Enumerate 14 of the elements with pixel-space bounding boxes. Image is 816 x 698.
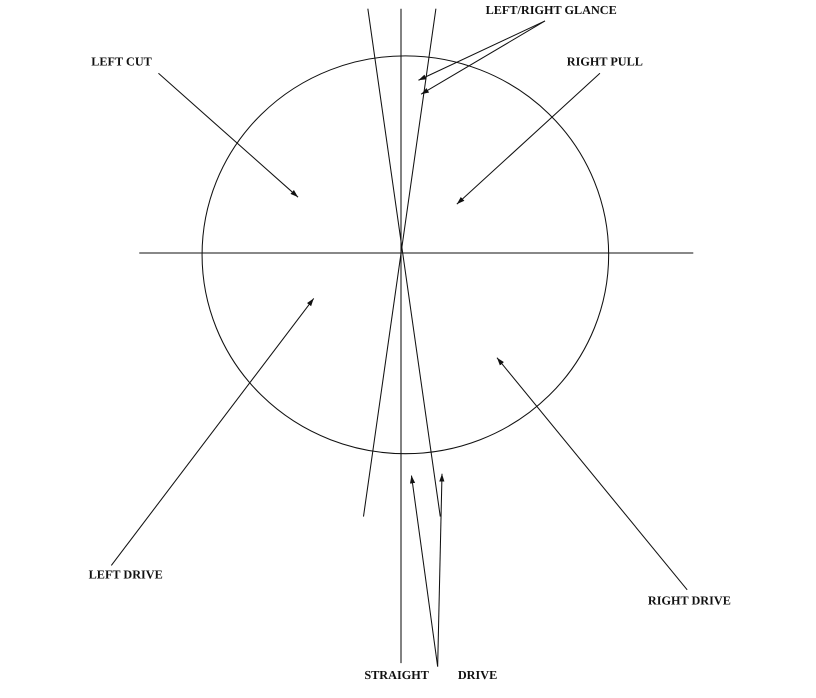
leader-arrow — [110, 298, 314, 566]
leader-arrow — [437, 474, 444, 667]
shot-label: STRAIGHT DRIVE — [364, 669, 498, 684]
leader-arrow — [496, 357, 688, 590]
leader-arrow — [420, 20, 546, 95]
shot-label: LEFT/RIGHT GLANCE — [486, 4, 617, 18]
shot-label: LEFT CUT — [91, 56, 152, 70]
shot-label: RIGHT PULL — [566, 56, 643, 70]
leader-arrow — [158, 72, 298, 198]
shot-label: LEFT DRIVE — [88, 568, 163, 583]
shot-label: RIGHT DRIVE — [648, 595, 731, 609]
leader-arrow — [418, 20, 546, 81]
leader-arrow — [410, 475, 438, 667]
leader-arrow — [456, 72, 600, 205]
